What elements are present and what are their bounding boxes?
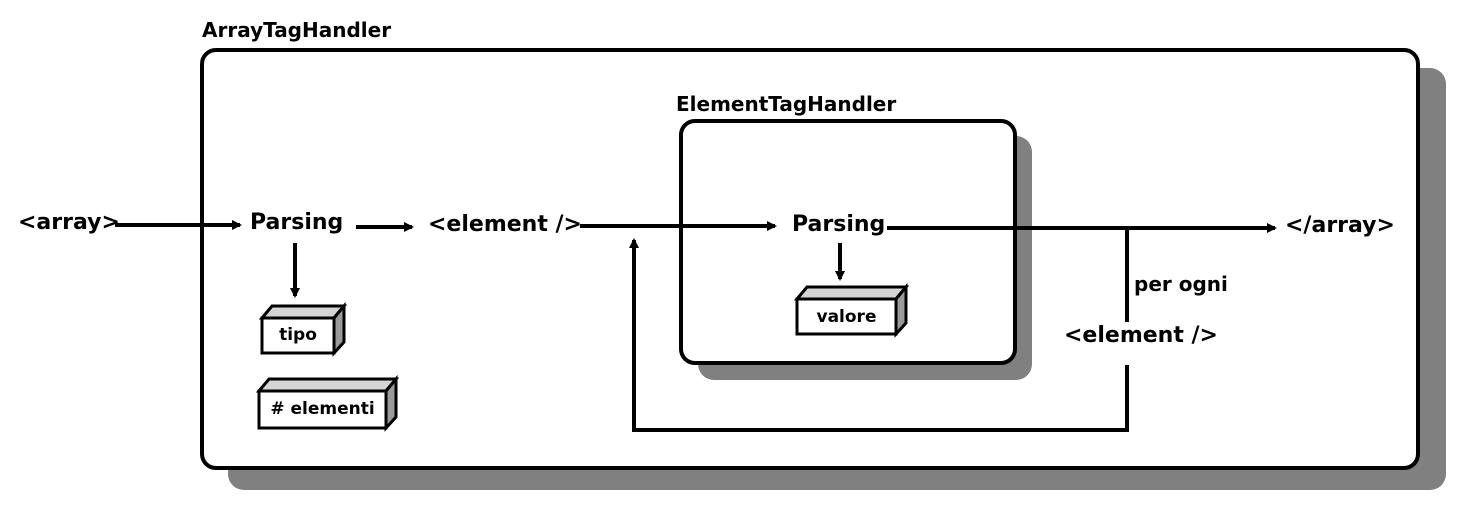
array-close-label: </array> bbox=[1285, 213, 1395, 238]
elementi-label: # elementi bbox=[270, 399, 375, 419]
inner-container-title: ElementTagHandler bbox=[676, 92, 897, 116]
parsing-outer-label: Parsing bbox=[250, 210, 344, 235]
valore-box bbox=[793, 282, 910, 338]
element-tag-label: <element /> bbox=[428, 212, 582, 237]
array-open-label: <array> bbox=[18, 210, 120, 235]
parsing-inner-label: Parsing bbox=[792, 212, 886, 237]
element-tag-loop-label: <element /> bbox=[1064, 323, 1218, 348]
per-ogni-label: per ogni bbox=[1134, 272, 1228, 296]
loop-return-path bbox=[629, 238, 1129, 432]
tipo-label: tipo bbox=[279, 325, 317, 345]
tipo-box bbox=[258, 301, 348, 357]
elementi-box bbox=[255, 374, 400, 432]
inner-container bbox=[679, 119, 1017, 365]
outer-container-title: ArrayTagHandler bbox=[202, 18, 392, 42]
valore-label: valore bbox=[816, 307, 877, 327]
